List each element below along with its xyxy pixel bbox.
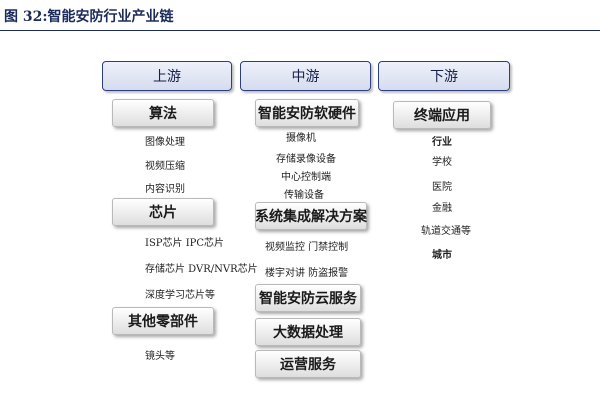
- midstream-integration-item: 楼宇对讲 防盗报警: [265, 268, 349, 279]
- downstream-item: 学校: [432, 157, 452, 168]
- upstream-chip-item: ISP芯片 IPC芯片: [145, 238, 225, 249]
- upstream-other-item: 镜头等: [145, 351, 175, 362]
- figure-title: 图 32:智能安防行业产业链: [4, 9, 174, 25]
- downstream-item: 轨道交通等: [421, 226, 471, 237]
- midstream-integration-item: 视频监控 门禁控制: [265, 242, 349, 253]
- category-algorithm: 算法: [112, 99, 214, 127]
- title-divider: [0, 30, 600, 31]
- category-operation: 运营服务: [255, 350, 361, 378]
- category-bigdata: 大数据处理: [255, 318, 361, 346]
- header-upstream: 上游: [102, 61, 232, 91]
- upstream-chip-item: 存储芯片 DVR/NVR芯片: [145, 264, 258, 275]
- downstream-item: 城市: [432, 250, 452, 261]
- midstream-hardware-item: 中心控制端: [281, 172, 331, 183]
- category-terminal: 终端应用: [393, 101, 491, 129]
- midstream-hardware-item: 传输设备: [284, 190, 324, 201]
- midstream-hardware-item: 存储录像设备: [276, 154, 336, 165]
- header-midstream: 中游: [240, 61, 371, 91]
- category-chip: 芯片: [112, 198, 214, 226]
- upstream-algorithm-item: 视频压缩: [145, 161, 185, 172]
- downstream-item: 医院: [432, 182, 452, 193]
- header-downstream: 下游: [378, 61, 510, 91]
- upstream-algorithm-item: 内容识别: [145, 184, 185, 195]
- category-other-parts: 其他零部件: [112, 307, 214, 335]
- upstream-chip-item: 深度学习芯片等: [145, 290, 215, 301]
- category-hardware: 智能安防软硬件: [255, 99, 359, 127]
- downstream-item: 行业: [432, 137, 452, 148]
- downstream-item: 金融: [432, 203, 452, 214]
- category-integration: 系统集成解决方案: [255, 202, 367, 230]
- midstream-hardware-item: 摄像机: [286, 133, 316, 144]
- upstream-algorithm-item: 图像处理: [145, 137, 185, 148]
- category-cloud: 智能安防云服务: [255, 284, 361, 312]
